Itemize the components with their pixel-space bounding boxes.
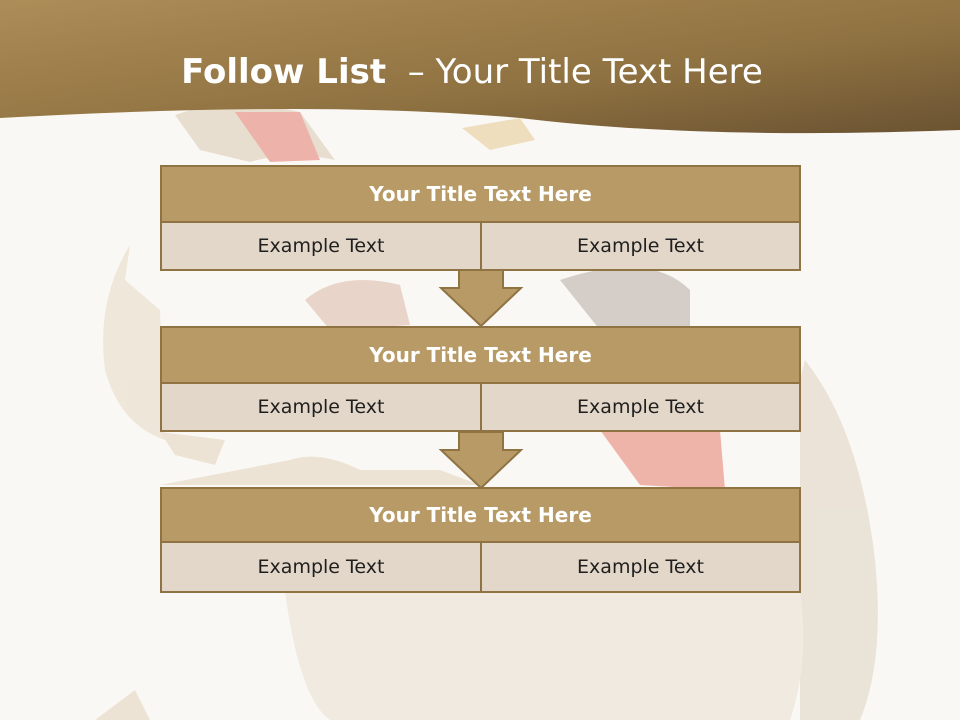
step-3-right-text: Example Text xyxy=(480,541,801,593)
header-band xyxy=(0,0,960,134)
step-box-3: Your Title Text Here Example Text Exampl… xyxy=(160,487,801,593)
slide-title-rest: – Your Title Text Here xyxy=(386,52,763,92)
step-1-right-text: Example Text xyxy=(480,221,801,271)
step-title-1: Your Title Text Here xyxy=(160,165,801,223)
step-2-right-text: Example Text xyxy=(480,382,801,432)
step-3-left-text: Example Text xyxy=(160,541,482,593)
slide-title: Follow List – Your Title Text Here xyxy=(0,52,944,92)
slide-title-bold: Follow List xyxy=(181,52,387,92)
step-2-left-text: Example Text xyxy=(160,382,482,432)
step-box-2: Your Title Text Here Example Text Exampl… xyxy=(160,326,801,432)
step-title-2: Your Title Text Here xyxy=(160,326,801,384)
down-arrow-icon xyxy=(438,269,524,328)
step-box-1: Your Title Text Here Example Text Exampl… xyxy=(160,165,801,271)
step-title-3: Your Title Text Here xyxy=(160,487,801,543)
down-arrow-icon xyxy=(438,431,524,490)
step-1-left-text: Example Text xyxy=(160,221,482,271)
eggshell-decoration xyxy=(95,104,878,720)
